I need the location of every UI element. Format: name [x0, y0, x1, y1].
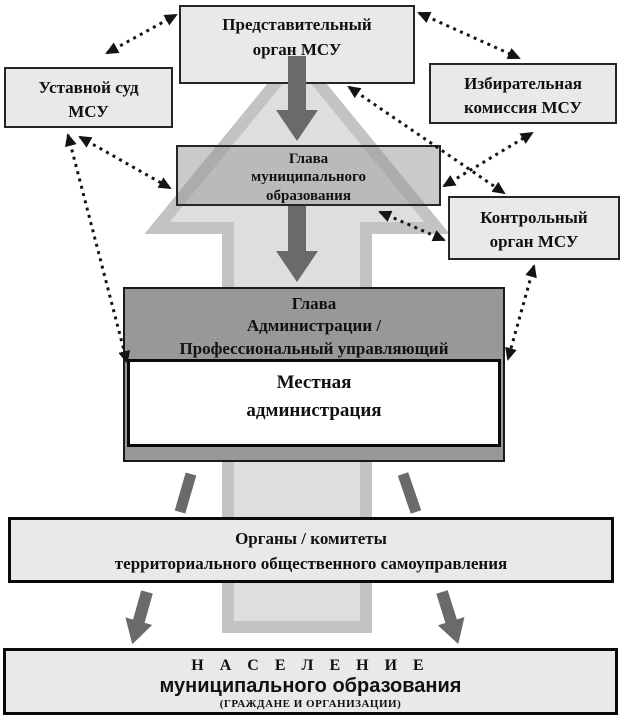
dotted-link-court-representative: [105, 13, 178, 55]
node-population: Н А С Е Л Е Н И Е муниципального образов…: [3, 648, 618, 715]
node-administration-head: Глава Администрации / Профессиональный у…: [123, 287, 505, 462]
node-charter-court: Уставной суд МСУ: [4, 67, 173, 128]
dotted-link-head-control: [378, 210, 446, 242]
node-label-line: орган МСУ: [489, 231, 579, 251]
node-representative-body: Представительный орган МСУ: [179, 5, 415, 84]
node-label-line: Избирательная: [464, 74, 582, 93]
node-label-line: (ГРАЖДАНЕ И ОРГАНИЗАЦИИ): [219, 698, 402, 710]
node-label-line: муниципального образования: [159, 675, 462, 697]
connector-bar: [397, 472, 422, 514]
node-control-body: Контрольный орган МСУ: [448, 196, 620, 260]
node-label-line: муниципального: [251, 169, 366, 186]
down-arrow-icon: [125, 590, 153, 645]
node-label-line: Уставной суд: [38, 78, 139, 97]
node-label-line: Представительный: [222, 15, 372, 34]
node-local-administration: Местная администрация: [127, 359, 501, 447]
node-label-line: Глава: [291, 294, 337, 313]
node-label-line: Н А С Е Л Е Н И Е: [191, 657, 430, 674]
node-municipality-head: Глава муниципального образования: [176, 145, 441, 206]
dotted-link-court-head: [78, 135, 172, 190]
node-territorial-self-government: Органы / комитеты территориального общес…: [8, 517, 614, 583]
node-label-line: МСУ: [68, 101, 109, 121]
node-label-line: администрация: [246, 399, 382, 421]
node-label-line: Глава: [288, 151, 329, 167]
connector-bar: [174, 472, 197, 514]
node-label-line: орган МСУ: [252, 39, 342, 59]
node-label-line: Органы / комитеты: [235, 529, 387, 548]
node-election-commission: Избирательная комиссия МСУ: [429, 63, 617, 124]
dotted-link-control-localadmin: [505, 264, 537, 361]
node-label-line: Местная: [276, 372, 352, 393]
node-label-line: Администрации /: [246, 316, 382, 336]
down-arrow-icon: [276, 206, 318, 282]
dotted-link-court-localadmin: [64, 133, 131, 364]
down-arrow-icon: [436, 590, 465, 645]
node-label-line: комиссия МСУ: [463, 97, 583, 117]
dotted-link-head-election: [442, 131, 534, 188]
node-label-line: Профессиональный управляющий: [179, 338, 449, 358]
dotted-link-representative-election: [417, 11, 521, 60]
node-label-line: территориального общественного самоуправ…: [114, 553, 508, 573]
node-label-line: Контрольный: [480, 208, 588, 227]
node-label-line: образования: [266, 187, 351, 204]
